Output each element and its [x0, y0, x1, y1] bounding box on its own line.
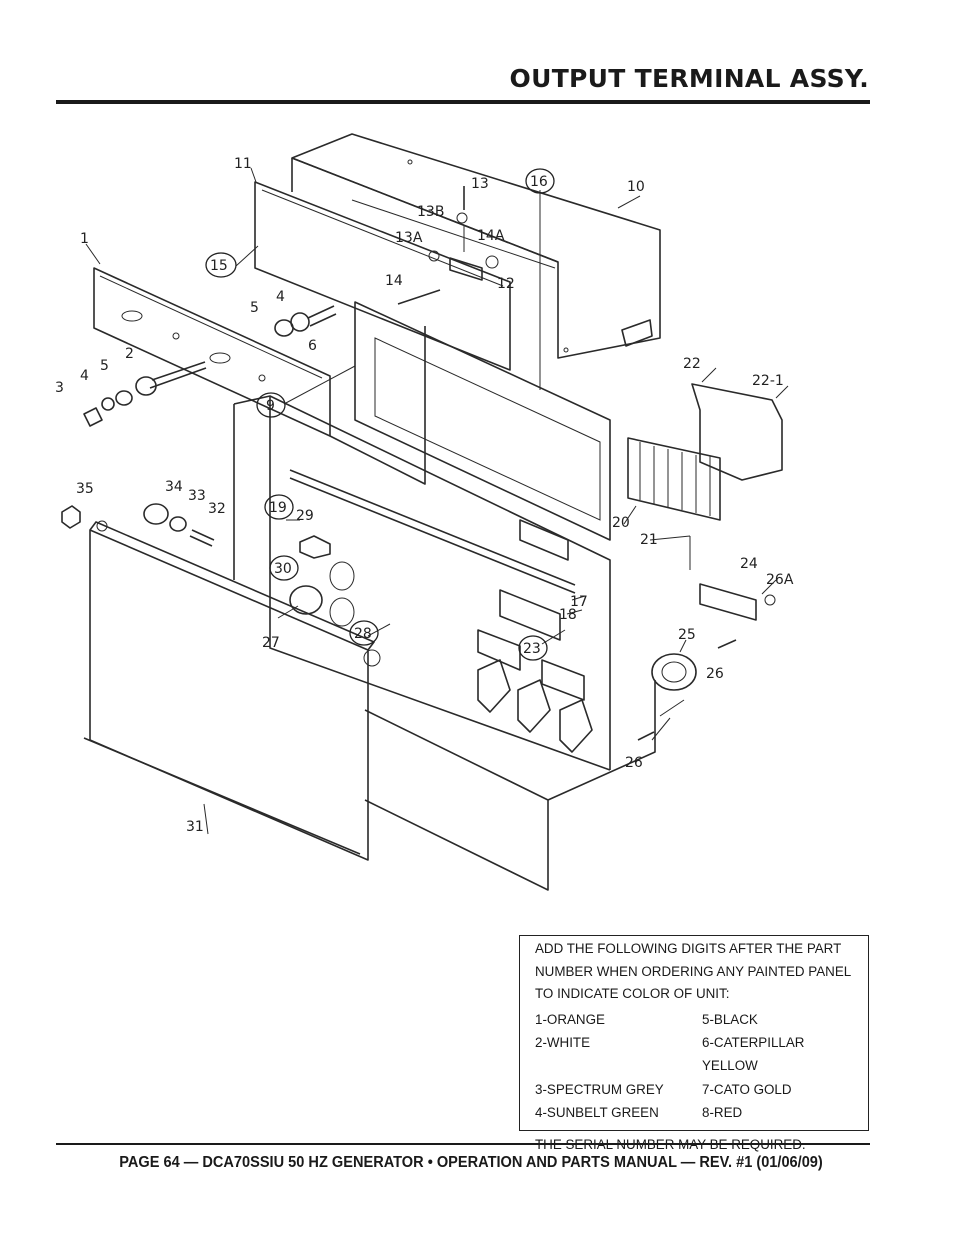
label-part-22: 22: [683, 356, 701, 372]
label-part-13b: 13B: [417, 204, 444, 220]
page-footer: PAGE 64 — DCA70SSIU 50 HZ GENERATOR • OP…: [119, 1154, 823, 1171]
color-code-grid: 1-ORANGE 5-BLACK 2-WHITE 6-CATERPILLAR Y…: [535, 1009, 860, 1125]
label-part-23: 23: [523, 641, 541, 657]
header-rule: [56, 100, 870, 104]
cover-box: [291, 133, 661, 359]
label-part-19: 19: [269, 500, 287, 516]
label-part-30: 30: [274, 561, 292, 577]
main-enclosure: [233, 301, 656, 891]
label-part-14a: 14A: [477, 228, 505, 244]
label-part-2: 2: [125, 346, 134, 362]
label-part-26c: 26A: [766, 572, 794, 588]
badge-19: [264, 494, 294, 520]
label-part-13: 13: [471, 176, 489, 192]
label-part-32: 32: [208, 501, 226, 517]
circuit-breakers: [627, 383, 783, 521]
label-part-15: 15: [210, 258, 228, 274]
color-code: 3-SPECTRUM GREY: [535, 1081, 664, 1097]
label-part-14: 14: [385, 273, 403, 289]
label-part-34: 34: [165, 479, 183, 495]
label-part-20: 20: [612, 515, 630, 531]
label-part-24: 24: [740, 556, 758, 572]
label-part-5b: 5: [250, 300, 259, 316]
label-part-10: 10: [627, 179, 645, 195]
label-part-27: 27: [262, 635, 280, 651]
receptacles: [651, 583, 757, 691]
label-part-29: 29: [296, 508, 314, 524]
badge-23: [518, 635, 548, 661]
label-part-25: 25: [678, 627, 696, 643]
label-part-12: 12: [497, 276, 515, 292]
terminal-hardware: [61, 186, 776, 741]
label-part-21: 21: [640, 532, 658, 548]
color-code: 8-RED: [702, 1105, 743, 1121]
gasket-plate: [254, 181, 511, 371]
label-part-35: 35: [76, 481, 94, 497]
color-note-intro: ADD THE FOLLOWING DIGITS AFTER THE PART …: [535, 941, 851, 1001]
label-part-5a: 5: [100, 358, 109, 374]
color-code: 6-CATERPILLAR YELLOW: [702, 1035, 805, 1073]
label-part-4b: 4: [276, 289, 285, 305]
label-part-13a: 13A: [395, 230, 423, 246]
label-part-6: 6: [308, 338, 317, 354]
color-code: 7-CATO GOLD: [702, 1081, 792, 1097]
badge-9: [256, 392, 286, 418]
badge-28: [349, 620, 379, 646]
label-part-26b: 26: [625, 755, 643, 771]
hinged-door: [83, 520, 381, 861]
badge-16: [525, 168, 555, 194]
label-part-4a: 4: [80, 368, 89, 384]
color-code: 1-ORANGE: [535, 1011, 605, 1027]
label-part-16: 16: [530, 174, 548, 190]
label-part-26a: 26: [706, 666, 724, 682]
label-part-1: 1: [80, 231, 89, 247]
label-part-31: 31: [186, 819, 204, 835]
badge-15: [205, 252, 237, 278]
badge-30: [269, 555, 299, 581]
label-part-3: 3: [55, 380, 64, 396]
label-part-9: 9: [266, 398, 275, 414]
color-code: 2-WHITE: [535, 1035, 591, 1051]
leader-lines: [85, 167, 789, 835]
label-part-17: 17: [570, 594, 588, 610]
page-title: OUTPUT TERMINAL ASSY.: [509, 64, 869, 93]
footer-rule: [56, 1143, 870, 1145]
color-code: 4-SUNBELT GREEN: [535, 1105, 659, 1121]
label-part-28: 28: [354, 626, 372, 642]
color-code: 5-BLACK: [702, 1011, 758, 1027]
paint-color-note: ADD THE FOLLOWING DIGITS AFTER THE PART …: [519, 935, 869, 1152]
label-part-18: 18: [559, 607, 577, 623]
label-part-33: 33: [188, 488, 206, 504]
label-part-22-1: 22-1: [752, 373, 784, 389]
label-part-11: 11: [234, 156, 252, 172]
